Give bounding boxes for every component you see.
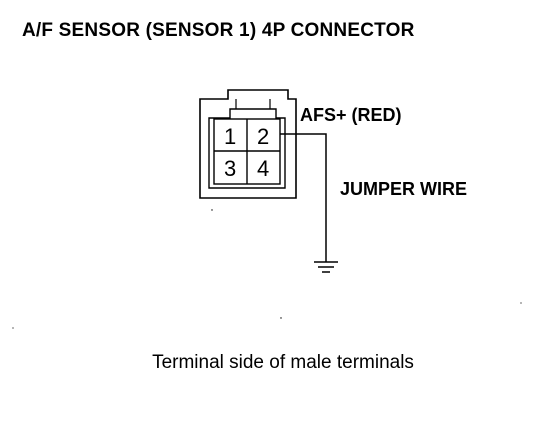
connector-inner-frame xyxy=(208,108,286,189)
caption-text: Terminal side of male terminals xyxy=(152,352,414,373)
pin-1-label: 1 xyxy=(224,124,236,149)
ground-icon xyxy=(314,261,338,273)
pin-3-label: 3 xyxy=(224,156,236,181)
connector-view-caption: Terminal side of male terminals xyxy=(0,352,560,374)
jumper-wire-label: JUMPER WIRE xyxy=(340,179,467,199)
diagram-title: A/F SENSOR (SENSOR 1) 4P CONNECTOR xyxy=(22,20,415,41)
afs-terminal-label: AFS+ (RED) xyxy=(300,105,402,125)
scan-noise xyxy=(12,209,522,329)
pin-2-label: 2 xyxy=(257,124,269,149)
pin-4-label: 4 xyxy=(257,156,269,181)
connector-housing xyxy=(199,89,297,199)
jumper-wire xyxy=(280,133,327,262)
